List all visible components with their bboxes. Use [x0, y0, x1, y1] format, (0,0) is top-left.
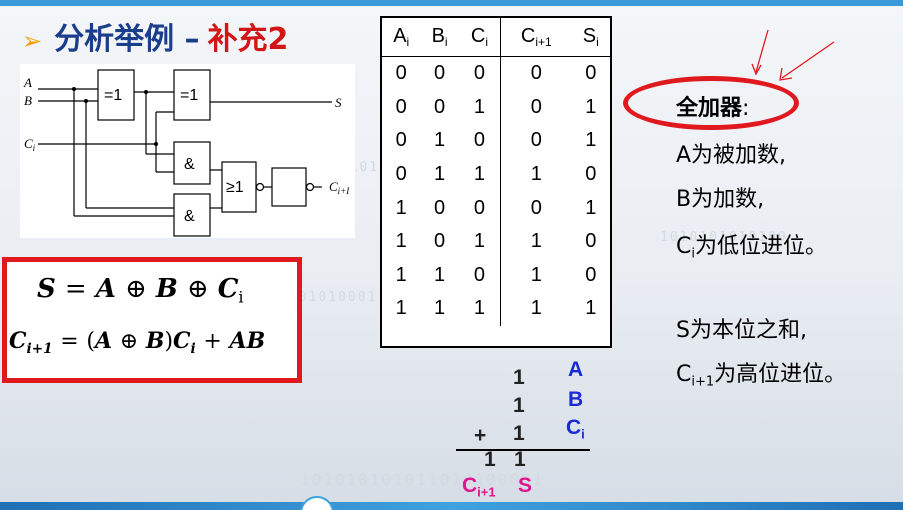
addition-result-sum: 1: [514, 448, 526, 471]
desc-line-s: S为本位之和,: [676, 318, 807, 343]
addition-label-s: S: [518, 474, 533, 497]
truth-table-header: Ai Bi Ci Ci+1 Si: [382, 18, 610, 57]
header-ci1: Ci+1: [500, 18, 572, 57]
formula-c: C: [217, 274, 239, 304]
full-adder-highlight-ellipse: [623, 76, 799, 130]
paren-close: ): [164, 329, 174, 354]
top-accent-bar: [0, 0, 903, 6]
full-adder-circuit-diagram: A B Ci S Ci+I =1 =1 & & ≥1: [20, 64, 355, 238]
plus-symbol: +: [203, 329, 222, 354]
full-adder-label: 全加器: [676, 96, 743, 121]
bottom-accent-bar: [0, 502, 903, 510]
formula-eq: =: [64, 274, 87, 304]
header-ci: Ci: [458, 18, 501, 57]
carry-formula: Ci+1 = (A ⊕ B)Ci + AB: [9, 328, 265, 357]
or-gate-label: ≥1: [226, 179, 244, 196]
formula-ci-sub: i: [190, 340, 196, 357]
addition-line: [456, 449, 590, 451]
desc-line-a: A为被加数,: [676, 143, 787, 168]
paren-open: (: [86, 329, 95, 354]
sum-formula: S = A ⊕ B ⊕ Ci: [37, 274, 244, 307]
circuit-label-b: B: [24, 93, 32, 108]
addition-label-b: B: [568, 388, 584, 411]
bottom-circle-decoration: [300, 496, 334, 510]
formula-ab: AB: [229, 328, 266, 354]
desc-line-ci: Ci为低位进位。: [676, 234, 828, 262]
circuit-label-a: A: [23, 75, 32, 90]
header-si: Si: [571, 18, 610, 57]
header-bi: Bi: [420, 18, 459, 57]
title-accent: 补充2: [207, 22, 289, 57]
and-gate-1-label: &: [184, 156, 195, 173]
addition-label-ci: Ci: [566, 416, 585, 442]
addition-digit-c: 1: [513, 422, 525, 445]
addition-result-carry: 1: [484, 448, 496, 471]
circuit-label-cout: Ci+I: [329, 179, 350, 196]
formula-b: B: [145, 328, 165, 354]
colon: :: [742, 96, 750, 121]
desc-line-cout: Ci+1为高位进位。: [676, 362, 847, 390]
circuit-label-ci: Ci: [24, 136, 36, 153]
addition-label-cout: Ci+1: [462, 474, 496, 500]
background-binary-pattern: 1010101010100: [660, 230, 788, 245]
formula-s: S: [37, 274, 56, 304]
xor-gate-2-label: =1: [180, 87, 198, 104]
addition-plus: +: [474, 424, 487, 447]
full-adder-heading: 全加器:: [676, 90, 749, 122]
formula-b: B: [155, 274, 178, 304]
background-binary-pattern: 101010101011010100001: [300, 470, 545, 489]
xor-symbol: ⊕: [119, 329, 139, 354]
addition-digit-a: 1: [513, 366, 525, 389]
xor-symbol: ⊕: [186, 274, 209, 304]
xor-gate-1-label: =1: [104, 87, 122, 104]
addition-digit-b: 1: [513, 394, 525, 417]
title-main: 分析举例 –: [54, 22, 200, 57]
formula-a: A: [95, 274, 116, 304]
xor-symbol: ⊕: [124, 274, 147, 304]
formula-ci: C: [173, 328, 191, 354]
desc-line-b: B为加数,: [676, 187, 765, 212]
formula-a: A: [94, 328, 113, 354]
pointer-arrows: [751, 29, 835, 81]
formula-cout-sub: i+1: [26, 340, 53, 357]
addition-label-a: A: [568, 358, 584, 381]
formula-box: S = A ⊕ B ⊕ Ci Ci+1 = (A ⊕ B)Ci + AB: [2, 257, 302, 383]
circuit-label-s: S: [335, 95, 342, 110]
and-gate-2-label: &: [184, 208, 195, 225]
bullet-arrow-icon: ➢: [22, 27, 43, 55]
slide-title: ➢ 分析举例 –补充2: [22, 14, 288, 58]
header-ai: Ai: [382, 18, 421, 57]
formula-cout: C: [9, 328, 27, 354]
formula-eq: =: [60, 329, 79, 354]
formula-c-sub: i: [238, 287, 244, 307]
